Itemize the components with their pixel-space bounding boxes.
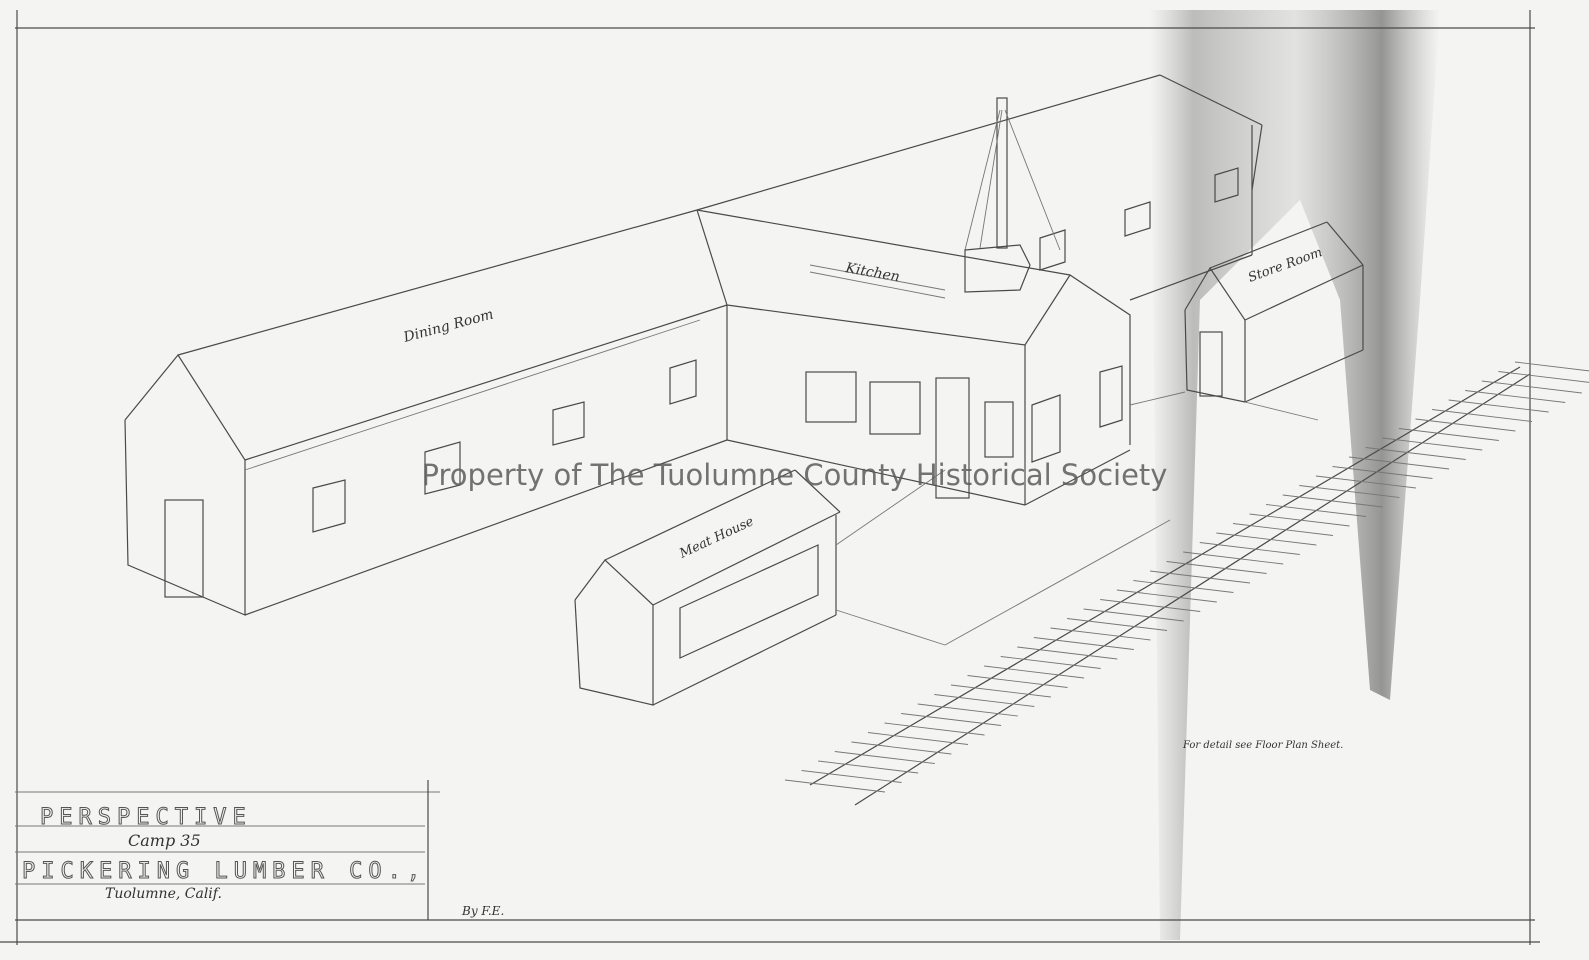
railroad-tie	[1133, 580, 1234, 593]
title-author: By F.E.	[461, 904, 504, 918]
railroad-track	[784, 361, 1589, 806]
railroad-tie	[1465, 390, 1566, 403]
railroad-tie	[1149, 570, 1251, 584]
railroad-tie	[1415, 418, 1516, 432]
railroad-tie	[1116, 589, 1217, 603]
railroad-tie	[1481, 380, 1582, 394]
railroad-tie	[917, 703, 1018, 717]
railroad-tie	[1315, 475, 1416, 489]
railroad-tie	[867, 732, 969, 745]
railroad-tie	[1398, 428, 1499, 441]
railroad-tie	[784, 779, 886, 793]
railroad-tie	[1033, 637, 1134, 650]
dining-room-building	[124, 209, 728, 616]
label-meat-house: Meat House	[676, 514, 756, 562]
railroad-tie	[934, 694, 1035, 707]
railroad-tie	[1066, 618, 1168, 631]
railroad-tie	[1050, 627, 1151, 641]
railroad-tie	[1299, 485, 1400, 498]
railroad-tie	[1332, 466, 1433, 479]
railroad-tie	[1448, 399, 1549, 413]
title-camp: Camp 35	[128, 831, 201, 850]
label-dining-room: Dining Room	[401, 307, 495, 347]
railroad-tie	[834, 751, 935, 764]
railroad-tie	[984, 665, 1085, 679]
railroad-tie	[1100, 599, 1201, 612]
railroad-tie	[801, 770, 902, 783]
railroad-tie	[1083, 608, 1184, 622]
railroad-tie	[901, 713, 1002, 726]
railroad-tie	[1266, 504, 1367, 517]
label-store-room: Store Room	[1246, 245, 1324, 286]
note-floor-plan: For detail see Floor Plan Sheet.	[1182, 740, 1343, 751]
chimney-stack	[964, 97, 1061, 293]
railroad-tie	[1017, 646, 1118, 660]
title-company: PICKERING LUMBER CO.,	[22, 859, 426, 884]
watermark-text: Property of The Tuolumne County Historic…	[421, 458, 1168, 492]
water-stain	[1150, 10, 1440, 940]
railroad-tie	[950, 684, 1051, 698]
title-perspective: PERSPECTIVE	[40, 805, 252, 830]
sheet-border	[0, 10, 1540, 945]
railroad-tie	[1431, 409, 1533, 422]
railroad-tie	[1199, 542, 1300, 555]
railroad-tie	[851, 741, 952, 755]
store-room-building	[1129, 221, 1364, 421]
railroad-tie	[1349, 456, 1450, 470]
title-block: PERSPECTIVE Camp 35 PICKERING LUMBER CO.…	[15, 780, 504, 920]
railroad-tie	[818, 760, 919, 774]
kitchen-building	[696, 74, 1263, 506]
railroad-tie	[1498, 371, 1589, 383]
railroad-tie	[1000, 656, 1101, 669]
railroad-tie	[884, 722, 985, 736]
railroad-tie	[1216, 532, 1317, 546]
railroad-tie	[1514, 361, 1589, 372]
title-location: Tuolumne, Calif.	[105, 886, 222, 902]
rail	[809, 366, 1521, 786]
railroad-tie	[1282, 494, 1383, 508]
railroad-tie	[1365, 447, 1466, 460]
railroad-tie	[1183, 551, 1284, 565]
railroad-tie	[967, 675, 1068, 688]
railroad-tie	[1382, 437, 1483, 451]
railroad-tie	[1232, 523, 1334, 536]
railroad-tie	[1249, 513, 1350, 527]
meat-house-building	[574, 469, 1171, 706]
label-kitchen: Kitchen	[843, 260, 901, 285]
railroad-tie	[1166, 561, 1267, 574]
